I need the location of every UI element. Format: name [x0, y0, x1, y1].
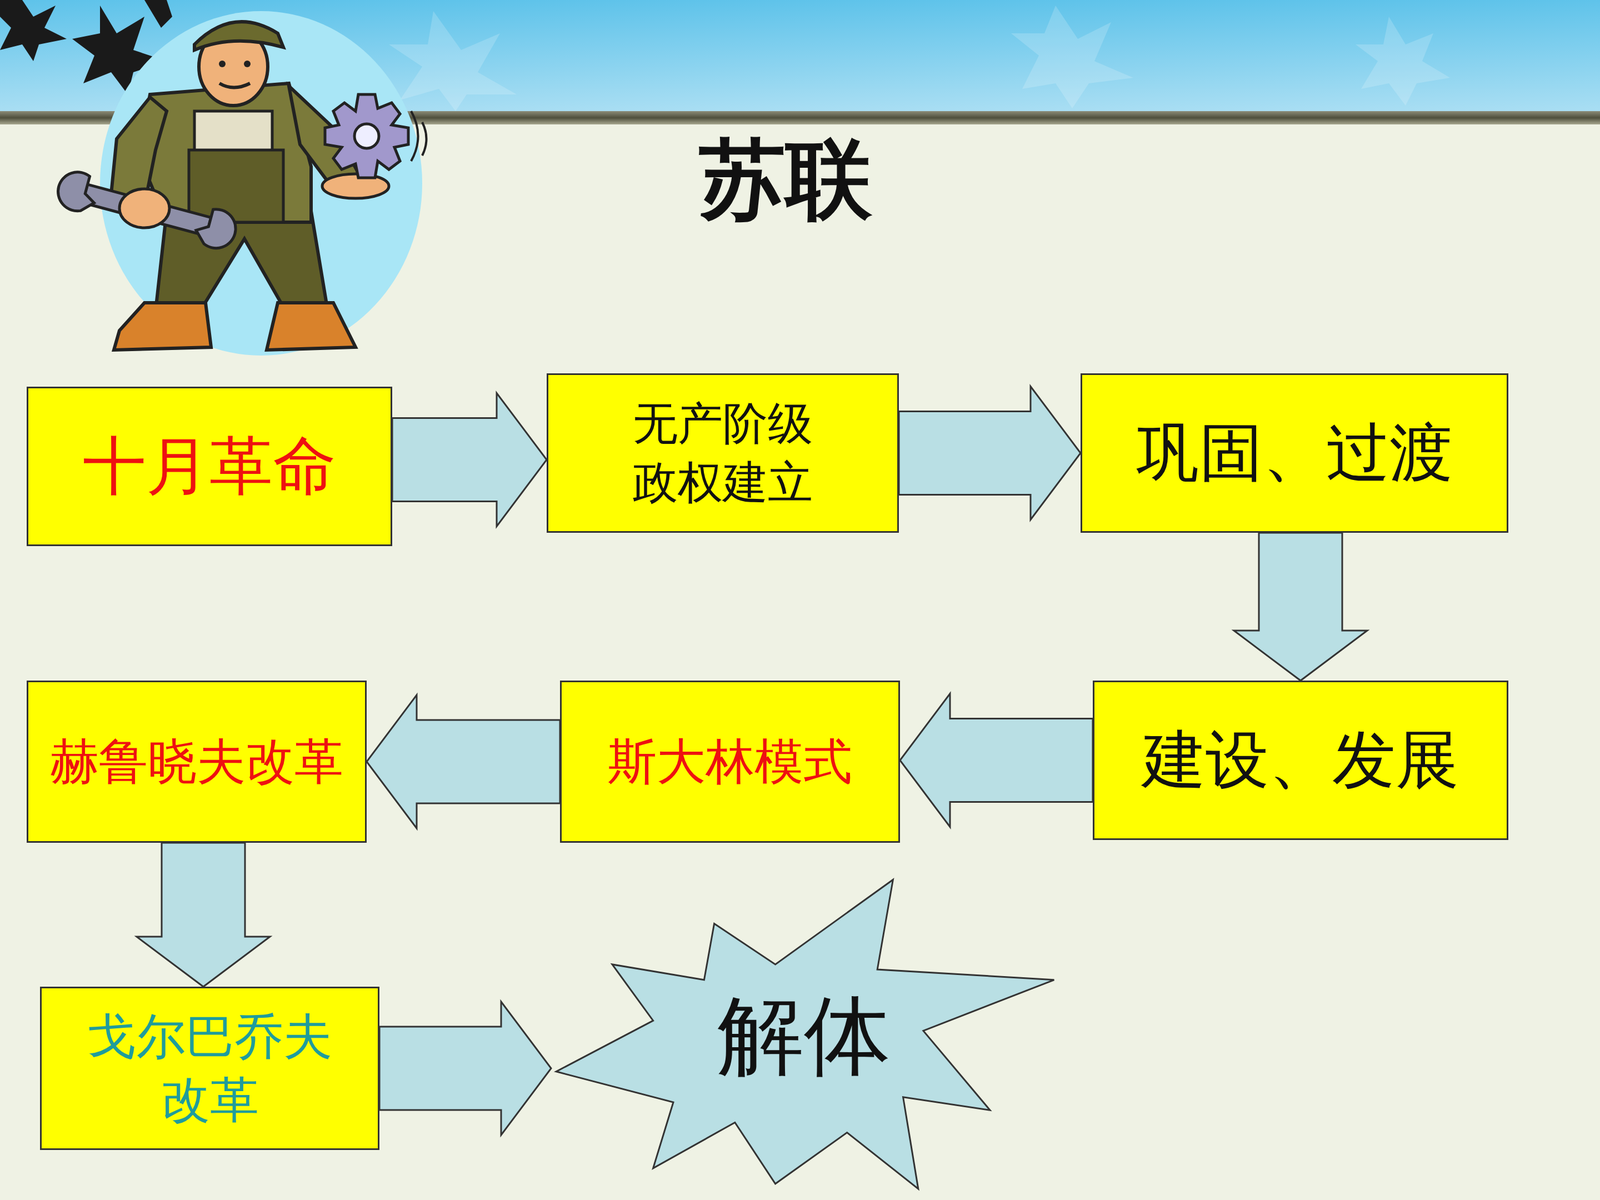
process-box: 建设、发展 [1092, 680, 1509, 840]
starburst-shape: 解体 [551, 877, 1057, 1194]
node-label: 斯大林模式 [607, 730, 853, 794]
block-arrow [136, 842, 270, 987]
node-label: 无产阶级 政权建立 [606, 394, 840, 512]
process-box: 巩固、过渡 [1080, 373, 1509, 533]
text-wrap: 无产阶级 政权建立 [606, 394, 840, 512]
block-arrow [900, 693, 1093, 828]
text-wrap: 建设、发展 [1142, 718, 1459, 802]
block-arrow [379, 1001, 552, 1135]
node-label: 解体 [717, 979, 891, 1093]
worker-clipart [53, 11, 427, 356]
block-arrow [898, 386, 1081, 520]
block-arrow [1233, 532, 1368, 681]
starburst-fill [556, 879, 1054, 1189]
node-label: 十月革命 [82, 425, 337, 508]
slide-title: 苏联 [618, 127, 953, 232]
block-arrow [392, 393, 547, 527]
node-label: 巩固、过渡 [1136, 411, 1453, 494]
node-label: 戈尔巴乔夫 改革 [76, 1005, 344, 1133]
process-box: 戈尔巴乔夫 改革 [40, 986, 380, 1150]
leaf-watermarks [388, 5, 1450, 112]
node-label: 赫鲁晓夫改革 [50, 730, 344, 794]
text-wrap: 十月革命 [82, 425, 337, 508]
text-wrap: 赫鲁晓夫改革 [50, 730, 344, 794]
process-box: 无产阶级 政权建立 [546, 373, 899, 533]
process-box: 十月革命 [26, 386, 393, 547]
process-box: 赫鲁晓夫改革 [26, 680, 367, 843]
block-arrow [366, 695, 560, 829]
text-wrap: 解体 [717, 979, 891, 1093]
node-label: 建设、发展 [1142, 718, 1459, 802]
process-box: 斯大林模式 [560, 680, 900, 843]
text-wrap: 斯大林模式 [607, 730, 853, 794]
text-wrap: 戈尔巴乔夫 改革 [76, 1005, 344, 1133]
text-wrap: 巩固、过渡 [1136, 411, 1453, 494]
